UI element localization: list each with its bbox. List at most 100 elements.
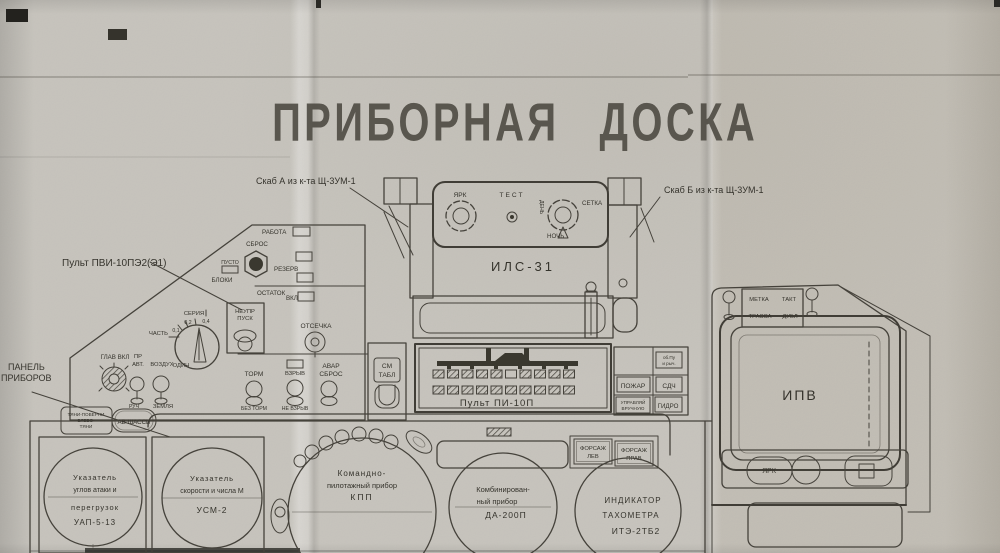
avar-label: АВАР — [322, 363, 340, 370]
callout-skab-b: Скаб Б из к-та Щ-3УМ-1 — [664, 185, 763, 195]
vzryv-label: ВЗРЫВ — [285, 371, 305, 377]
metka-label: МЕТКА — [749, 297, 769, 303]
torm-label: ТОРМ — [245, 371, 264, 378]
ils-yark-label: ЯРК — [453, 192, 466, 199]
warn-tiny-line1: об.Пу — [663, 355, 676, 360]
pi10p-panel: Пульт ПИ-10П — [414, 343, 612, 413]
pvi-vkl-label: ВКЛ — [286, 295, 298, 302]
pvi10p-panel: СБРОС ПУСТО БЛОКИ РАБОТА РЕЗЕРВ ОСТАТОК … — [69, 224, 369, 421]
callout-skab-a: Скаб А из к-та Щ-3УМ-1 — [256, 176, 356, 186]
gauge-uap-5-13: Указатель углов атаки и перегрузок УАП-5… — [38, 436, 147, 553]
gauge-usm-2: Указатель скорости и числа М УСМ-2 — [151, 436, 265, 553]
avt-label: АВТ. — [132, 362, 144, 368]
sdch-light: СДЧ — [662, 383, 675, 390]
av-shassi-label: АВ ШАССИ — [117, 419, 150, 426]
pull-plate-line1: ТЯНИ-ПОВЕРНИ — [68, 412, 105, 417]
pvi-series-selector: СЕРИЯ 0,4 0,2 0,1 ЧАСТЬ ОДИН — [149, 309, 220, 370]
gauge1-line3: перегрузок — [71, 503, 119, 512]
leader-line-skab-b — [629, 196, 661, 238]
pvi-indicator-column: РАБОТА РЕЗЕРВ ОСТАТОК ВКЛ — [254, 226, 366, 302]
gauge-kpp: Командно- пилотажный прибор КПП — [287, 426, 437, 553]
gauge1-line1: Указатель — [73, 473, 117, 482]
pi10p-lamp-row-bottom — [432, 385, 575, 395]
gauge-ite-2tb2: ИНДИКАТОР ТАХОМЕТРА ИТЭ-2ТБ2 — [574, 457, 682, 553]
gauge2-line2: скорости и числа М — [180, 488, 244, 495]
callout-pvi: Пульт ПВИ-10ПЭ2(Э1) — [62, 258, 166, 269]
ils-night-label: НОЧЬ — [547, 233, 564, 240]
bottom-instrument-section: ТЯНИ-ПОВЕРНИ ВЛЕВО- ТЯНИ АВ ШАССИ Указат… — [29, 406, 713, 553]
torm-toggle — [245, 380, 263, 406]
ipv-display-unit: ИПВ МЕТКА ТАКТ ТРАССА ДУБЛ ЯРК — [711, 284, 931, 553]
callout-labels: Скаб А из к-та Щ-3УМ-1 Скаб Б из к-та Щ-… — [1, 176, 763, 438]
pozhar-light: ПОЖАР — [621, 383, 646, 390]
forsazh-prav-line1: ФОРСАЖ — [621, 448, 648, 454]
ipv-right-toggle — [805, 287, 819, 317]
gauge3-line3: КПП — [350, 492, 373, 502]
gauge5-line3: ИТЭ-2ТБ2 — [612, 526, 660, 536]
takt-label: ТАКТ — [782, 297, 797, 303]
callout-panel-line1: ПАНЕЛЬ — [8, 362, 45, 372]
leader-line-pvi — [149, 261, 243, 311]
gauge5-line2: ТАХОМЕТРА — [602, 511, 659, 520]
neupr-label: НЕУПР — [235, 309, 255, 315]
ipv-left-toggle — [722, 290, 736, 320]
upravlyay-light-line1: УПРАВЛЯЙ — [621, 398, 646, 405]
pusk-label: ПУСК — [237, 316, 253, 322]
gauge2-line3: УСМ-2 — [196, 505, 227, 515]
ils-combiner-tray — [412, 281, 638, 339]
sm-label: СМ — [382, 363, 392, 370]
upravlyay-light-line2: ВРУЧНУЮ — [622, 406, 645, 411]
forsazh-prav-line2: ПРАВ — [626, 456, 642, 462]
gauge4-line2: ный прибор — [477, 497, 518, 506]
ils-setka-label: СЕТКА — [582, 200, 603, 207]
ils-brightness-knob — [445, 200, 477, 232]
gauge3-line1: Командно- — [338, 469, 387, 478]
aircraft-silhouette — [437, 348, 578, 369]
ipv-top-plate: МЕТКА ТАКТ ТРАССА ДУБЛ — [741, 288, 804, 328]
pi10p-name-label: Пульт ПИ-10П — [460, 398, 534, 409]
gidro-light: ГИДРО — [658, 403, 679, 410]
pull-plate-line3: ТЯНИ — [80, 424, 93, 429]
pvi-neupr-pusk-switch: НЕУПР ПУСК — [226, 302, 265, 354]
ils31-unit: ЯРК ТЕСТ СЕТКА ДЕНЬ НОЧЬ ИЛС-31 — [383, 177, 655, 339]
gauge2-line1: Указатель — [190, 474, 234, 483]
forsazh-lev-line1: ФОРСАЖ — [580, 446, 607, 452]
afterburner-lights: ФОРСАЖ ЛЕВ ФОРСАЖ ПРАВ — [569, 435, 659, 469]
gauge5-line1: ИНДИКАТОР — [604, 496, 661, 505]
ipv-name-label: ИПВ — [782, 387, 817, 403]
sm-tabl-plate: СМ ТАБЛ — [367, 342, 407, 421]
vzryv-toggle — [286, 379, 304, 406]
pvi-odin-label: ОДИН — [173, 363, 190, 369]
caging-knob — [270, 498, 290, 534]
glav-vkl-label: ГЛАВ ВКЛ — [101, 354, 130, 361]
ils-name-label: ИЛС-31 — [491, 259, 555, 274]
pvi-bloki-label: БЛОКИ — [212, 277, 233, 284]
vozduh-zemlya-toggle — [152, 375, 170, 405]
otsechka-toggle — [304, 331, 326, 358]
gauge4-line3: ДА-200П — [485, 510, 527, 520]
ils-day-label: ДЕНЬ — [538, 200, 544, 215]
zemlya-label: ЗЕМЛЯ — [153, 404, 173, 410]
ils-test-button — [506, 211, 518, 223]
pvi-sbros-button — [244, 250, 268, 278]
avt-ruch-toggle — [129, 376, 145, 405]
dubl-label: ДУБЛ — [782, 314, 797, 320]
pvi-seriya-label: СЕРИЯ — [184, 311, 204, 317]
pvi-04-label: 0,4 — [202, 319, 209, 325]
pvi-rabota-label: РАБОТА — [262, 229, 287, 236]
pvi-pusto-label: ПУСТО — [221, 260, 239, 266]
warning-light-grid: об.Пу и рыч. ПОЖАР СДЧ УПРАВЛЯЙ ВРУЧНУЮ … — [613, 346, 689, 416]
pvi-chast-label: ЧАСТЬ — [149, 331, 168, 337]
gauge3-line2: пилотажный прибор — [327, 481, 397, 490]
leader-line-skab-a — [349, 187, 409, 228]
warn-tiny-line2: и рыч. — [662, 361, 675, 366]
ils-test-label: ТЕСТ — [500, 192, 525, 199]
vozduh-label: ВОЗДУХ — [150, 362, 173, 368]
pvi-02-label: 0,2 — [184, 320, 191, 326]
gauge1-line2: углов атаки и — [73, 487, 116, 494]
ipv-bottom-bar: ЯРК — [721, 449, 909, 489]
pvi-master-switch: ГЛАВ ВКЛ — [98, 354, 130, 392]
forsazh-lev-line2: ЛЕВ — [587, 454, 599, 460]
drawing-title: ПРИБОРНАЯ ДОСКА — [272, 93, 758, 153]
